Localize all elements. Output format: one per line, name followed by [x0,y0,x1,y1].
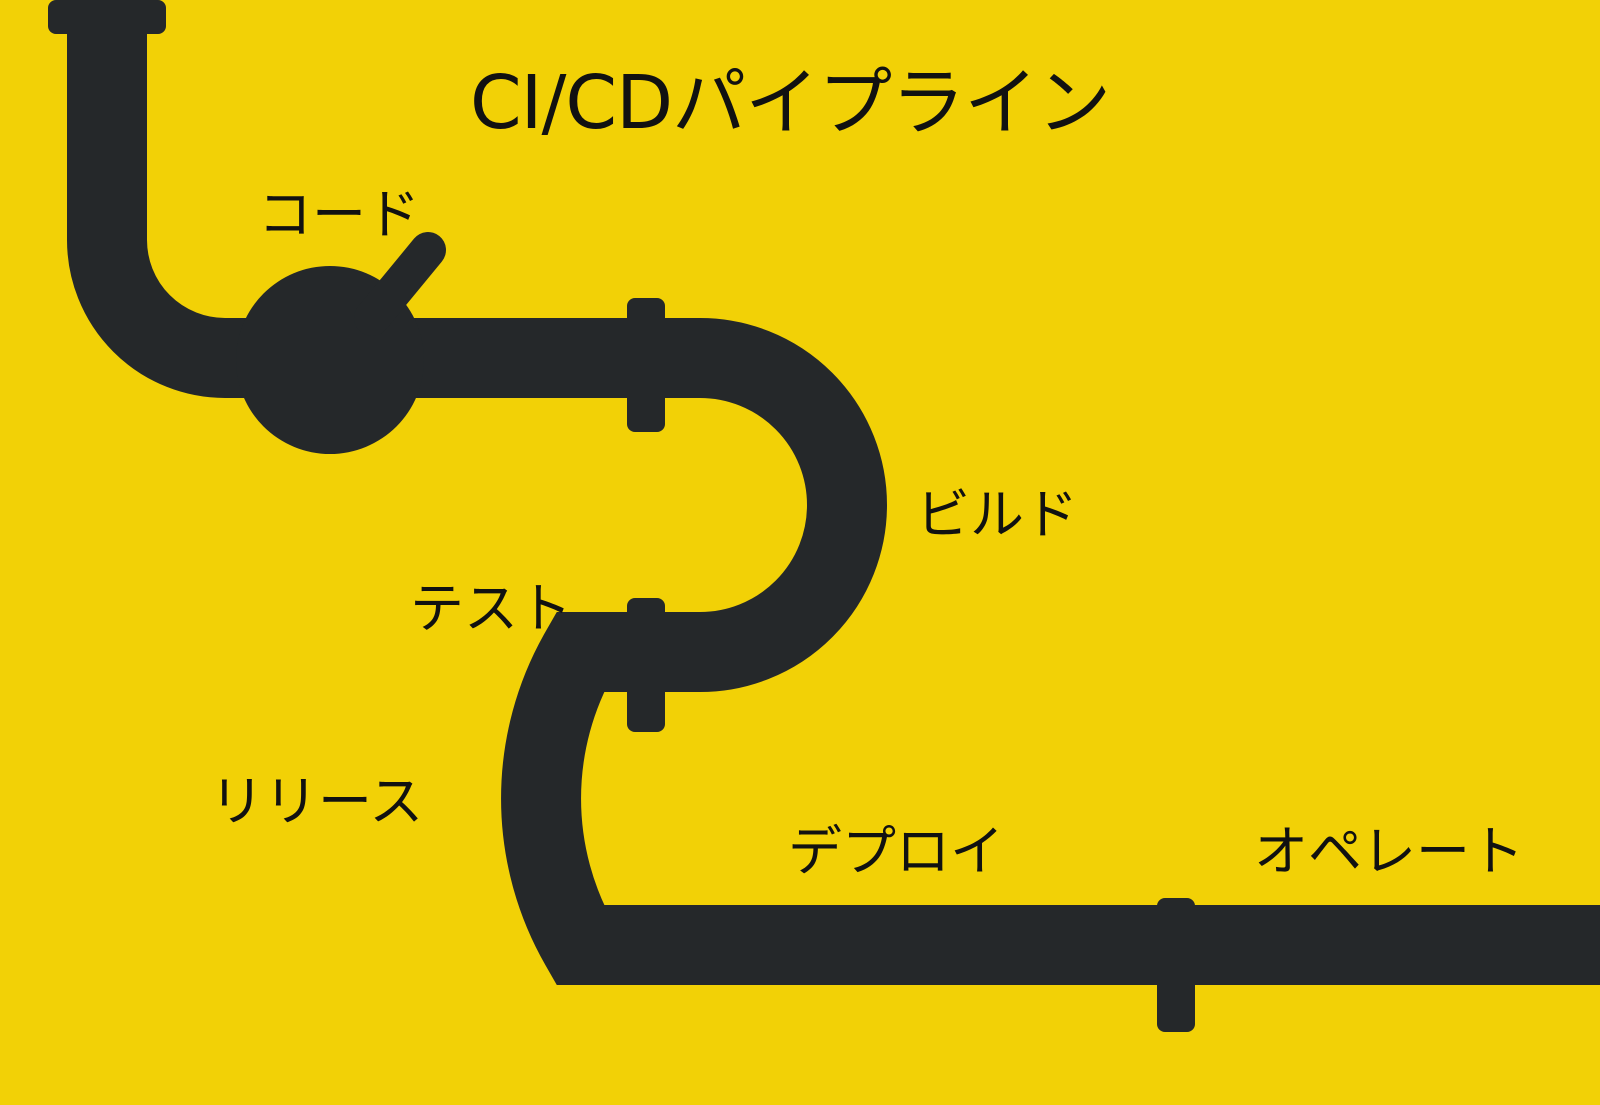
valve-handle [354,232,446,336]
stage-label-operate: オペレート [1254,820,1524,883]
stage-label-code: コード [258,183,420,246]
stage-label-deploy: デプロイ [788,820,1004,883]
stage-label-build: ビルド [916,483,1078,546]
diagram-title: CI/CDパイプライン [470,60,1111,146]
stage-label-release: リリース [210,770,424,833]
stage-label-test: テスト [410,577,572,640]
flange-test [627,598,665,732]
flange-build [627,298,665,432]
flange-operate [1157,898,1195,1032]
pipe-path [67,0,1600,985]
